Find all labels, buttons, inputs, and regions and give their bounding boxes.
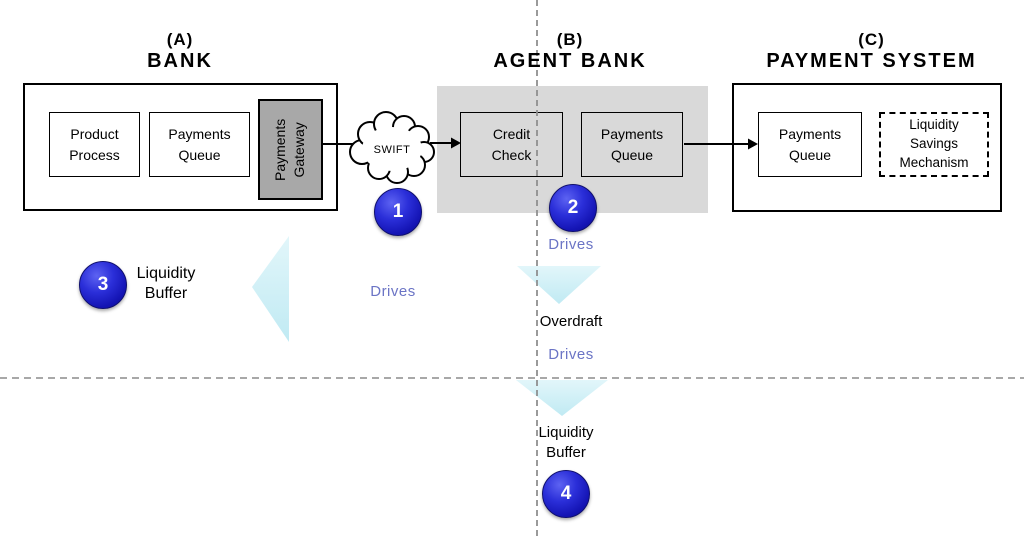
- drives-label-left: Drives: [370, 283, 416, 300]
- payments-queue-box-agent: Payments Queue: [581, 112, 683, 177]
- left-flow-arrow: [252, 236, 289, 342]
- marker-1: 1: [374, 188, 422, 236]
- header-payment-system: (C) PAYMENT SYSTEM: [744, 30, 999, 73]
- payments-gateway-box: Payments Gateway: [258, 99, 323, 200]
- down-flow-arrow-lower: [516, 380, 608, 416]
- drives-label-lower: Drives: [548, 346, 594, 363]
- marker-1-number: 1: [392, 201, 404, 222]
- product-process-box: Product Process: [49, 112, 140, 177]
- header-bank-title: BANK: [147, 50, 213, 72]
- header-agent-bank-title: AGENT BANK: [493, 50, 647, 72]
- header-bank: (A) BANK: [80, 30, 280, 73]
- payments-queue-box-bank: Payments Queue: [149, 112, 250, 177]
- liquidity-buffer-label-bottom: Liquidity Buffer: [538, 424, 594, 461]
- header-payment-system-tag: (C): [858, 30, 885, 49]
- down-flow-arrow-upper: [517, 266, 601, 304]
- swift-cloud-body: [362, 127, 422, 171]
- header-payment-system-title: PAYMENT SYSTEM: [766, 50, 977, 72]
- marker-3-number: 3: [97, 274, 109, 295]
- payments-queue-box-system: Payments Queue: [758, 112, 862, 177]
- header-agent-bank: (B) AGENT BANK: [460, 30, 680, 73]
- header-bank-tag: (A): [166, 30, 194, 49]
- header-agent-bank-tag: (B): [556, 30, 584, 49]
- marker-4-number: 4: [560, 483, 572, 504]
- marker-3: 3: [79, 261, 127, 309]
- liquidity-savings-mechanism-box: Liquidity Savings Mechanism: [879, 112, 989, 177]
- drives-label-upper: Drives: [548, 236, 594, 253]
- swift-cloud: SWIFT: [349, 111, 435, 184]
- liquidity-buffer-label-left: Liquidity Buffer: [136, 265, 196, 302]
- payments-gateway-label: Payments Gateway: [272, 118, 308, 181]
- marker-2-number: 2: [567, 197, 579, 218]
- marker-2: 2: [549, 184, 597, 232]
- overdraft-label: Overdraft: [539, 313, 603, 330]
- credit-check-box: Credit Check: [460, 112, 563, 177]
- marker-4: 4: [542, 470, 590, 518]
- swift-label: SWIFT: [374, 144, 411, 156]
